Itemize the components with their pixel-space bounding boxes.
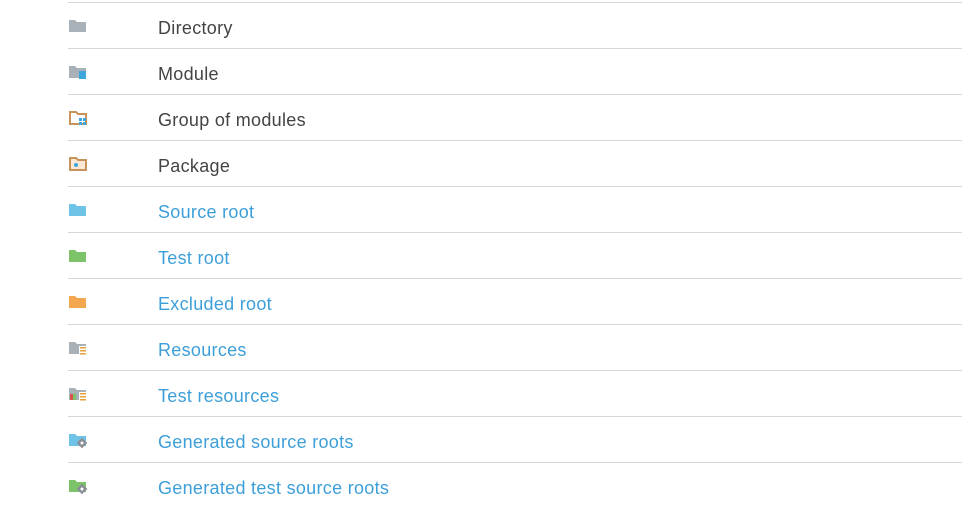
generated-source-roots-link[interactable]: Generated source roots: [158, 432, 354, 452]
table-row: Directory: [68, 3, 962, 49]
table-row: Excluded root: [68, 279, 962, 325]
package-label: Package: [158, 156, 231, 176]
folder-package-icon: [68, 156, 88, 172]
table-row: Module: [68, 49, 962, 95]
folder-generated-test-source-roots-icon: [68, 478, 88, 494]
test-resources-link[interactable]: Test resources: [158, 386, 280, 406]
generated-test-source-roots-link[interactable]: Generated test source roots: [158, 478, 390, 498]
excluded-root-link[interactable]: Excluded root: [158, 294, 272, 314]
folder-test-resources-icon: [68, 386, 88, 402]
table-row: Generated source roots: [68, 417, 962, 463]
table-row: Package: [68, 141, 962, 187]
table-row: Source root: [68, 187, 962, 233]
module-label: Module: [158, 64, 219, 84]
folder-directory-icon: [68, 18, 88, 34]
folder-generated-source-roots-icon: [68, 432, 88, 448]
resources-link[interactable]: Resources: [158, 340, 247, 360]
table-row: Test root: [68, 233, 962, 279]
directory-label: Directory: [158, 18, 233, 38]
folder-source-root-icon: [68, 202, 88, 218]
folder-test-root-icon: [68, 248, 88, 264]
folder-excluded-root-icon: [68, 294, 88, 310]
group-of-modules-label: Group of modules: [158, 110, 306, 130]
folder-types-table: Directory Module Group of modules: [68, 2, 962, 508]
table-row: Group of modules: [68, 95, 962, 141]
source-root-link[interactable]: Source root: [158, 202, 255, 222]
folder-module-icon: [68, 64, 88, 80]
table-row: Resources: [68, 325, 962, 371]
test-root-link[interactable]: Test root: [158, 248, 230, 268]
table-row: Test resources: [68, 371, 962, 417]
folder-group-of-modules-icon: [68, 110, 88, 126]
table-row: Generated test source roots: [68, 463, 962, 508]
folder-resources-icon: [68, 340, 88, 356]
